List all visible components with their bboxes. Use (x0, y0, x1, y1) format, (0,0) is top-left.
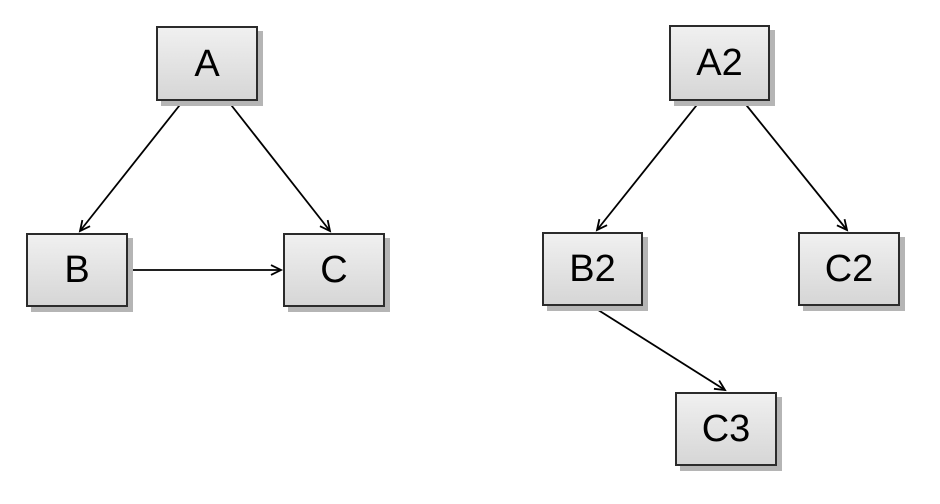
edge-a-b (78, 100, 184, 233)
node-a2[interactable]: A2 (669, 25, 770, 101)
node-label: B2 (569, 248, 616, 290)
node-label: C3 (701, 408, 751, 450)
node-label: C2 (824, 248, 874, 290)
node-label: A (194, 42, 220, 85)
node-b[interactable]: B (26, 233, 128, 307)
node-c2[interactable]: C2 (798, 232, 900, 306)
edge-b2-c3 (594, 307, 727, 392)
node-c[interactable]: C (283, 233, 385, 307)
edge-a-c (227, 100, 332, 233)
node-label: A2 (696, 42, 743, 84)
node-c3[interactable]: C3 (675, 392, 777, 466)
node-label: C (320, 249, 348, 291)
node-label: B (64, 249, 90, 291)
edge-a2-b2 (595, 100, 701, 232)
edge-a2-c2 (742, 100, 849, 232)
node-a[interactable]: A (156, 26, 258, 101)
node-b2[interactable]: B2 (542, 232, 643, 306)
